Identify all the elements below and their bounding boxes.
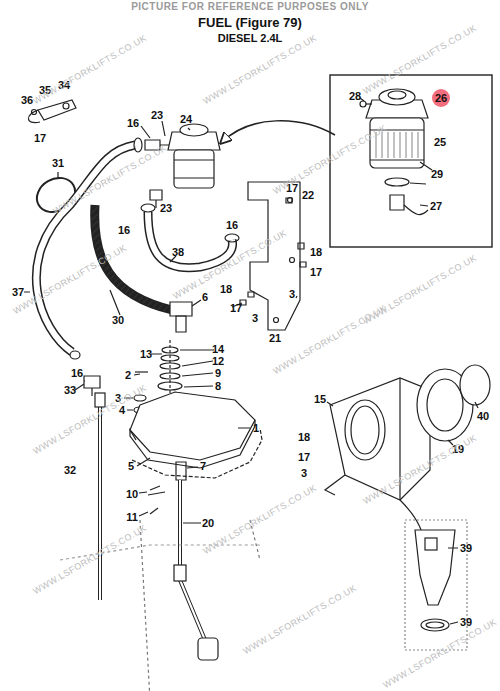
callout-number: 18 [310, 247, 322, 258]
figure-subtitle: DIESEL 2.4L [218, 33, 283, 44]
callout-number: 29 [431, 169, 443, 180]
watermark: WWW.LSFORKLIFTS.CO.UK [362, 24, 479, 97]
watermark: WWW.LSFORKLIFTS.CO.UK [242, 584, 359, 657]
callout-number: 11 [126, 512, 138, 523]
callout-number: 3 [289, 289, 295, 300]
callout-number: 1 [253, 423, 259, 434]
callout-number: 9 [215, 368, 221, 379]
callout-number: 39 [460, 543, 472, 554]
callout-number: 8 [215, 381, 221, 392]
watermark: WWW.LSFORKLIFTS.CO.UK [32, 524, 149, 597]
callout-number: 23 [160, 203, 172, 214]
callout-number: 20 [202, 518, 214, 529]
callout-number: 16 [127, 118, 139, 129]
callout-number: 12 [212, 356, 224, 367]
callout-number: 27 [430, 201, 442, 212]
callout-number: 13 [140, 349, 152, 360]
callout-number: 17 [310, 267, 322, 278]
callout-number: 3 [252, 313, 258, 324]
callout-number: 36 [21, 95, 33, 106]
callout-number: 31 [52, 158, 64, 169]
callout-number: 39 [460, 617, 472, 628]
callout-number: 2 [125, 370, 131, 381]
callout-number: 10 [126, 489, 138, 500]
callout-number: 17 [230, 303, 242, 314]
callout-number: 16 [226, 220, 238, 231]
callout-number: 26 [435, 93, 447, 104]
callout-number: 23 [151, 110, 163, 121]
callout-number: 24 [180, 114, 192, 125]
callout-number: 16 [71, 368, 83, 379]
callout-number: 33 [64, 385, 76, 396]
callout-number: 38 [172, 247, 184, 258]
figure-title: FUEL (Figure 79) [198, 16, 302, 29]
watermark: WWW.LSFORKLIFTS.CO.UK [202, 34, 319, 107]
callout-number: 17 [298, 452, 310, 463]
callout-number: 16 [118, 225, 130, 236]
callout-number: 14 [212, 344, 224, 355]
callout-number: 17 [34, 133, 46, 144]
watermark: WWW.LSFORKLIFTS.CO.UK [32, 384, 149, 457]
watermark: WWW.LSFORKLIFTS.CO.UK [381, 617, 498, 690]
watermark-banner: PICTURE FOR REFERENCE PURPOSES ONLY [131, 2, 369, 12]
callout-number: 7 [200, 461, 206, 472]
callout-number: 30 [112, 315, 124, 326]
watermark: WWW.LSFORKLIFTS.CO.UK [202, 484, 319, 557]
callout-number: 5 [128, 461, 134, 472]
callout-number: 15 [314, 394, 326, 405]
watermark: WWW.LSFORKLIFTS.CO.UK [32, 34, 149, 107]
callout-number: 25 [434, 137, 446, 148]
callout-number: 18 [298, 432, 310, 443]
callout-number: 18 [220, 284, 232, 295]
callout-number: 6 [202, 292, 208, 303]
callout-number: 3 [301, 468, 307, 479]
callout-number: 40 [477, 411, 489, 422]
callout-number: 28 [349, 91, 361, 102]
callout-number: 37 [12, 287, 24, 298]
callout-number: 22 [302, 190, 314, 201]
callout-number: 21 [269, 333, 281, 344]
callout-number: 32 [64, 465, 76, 476]
